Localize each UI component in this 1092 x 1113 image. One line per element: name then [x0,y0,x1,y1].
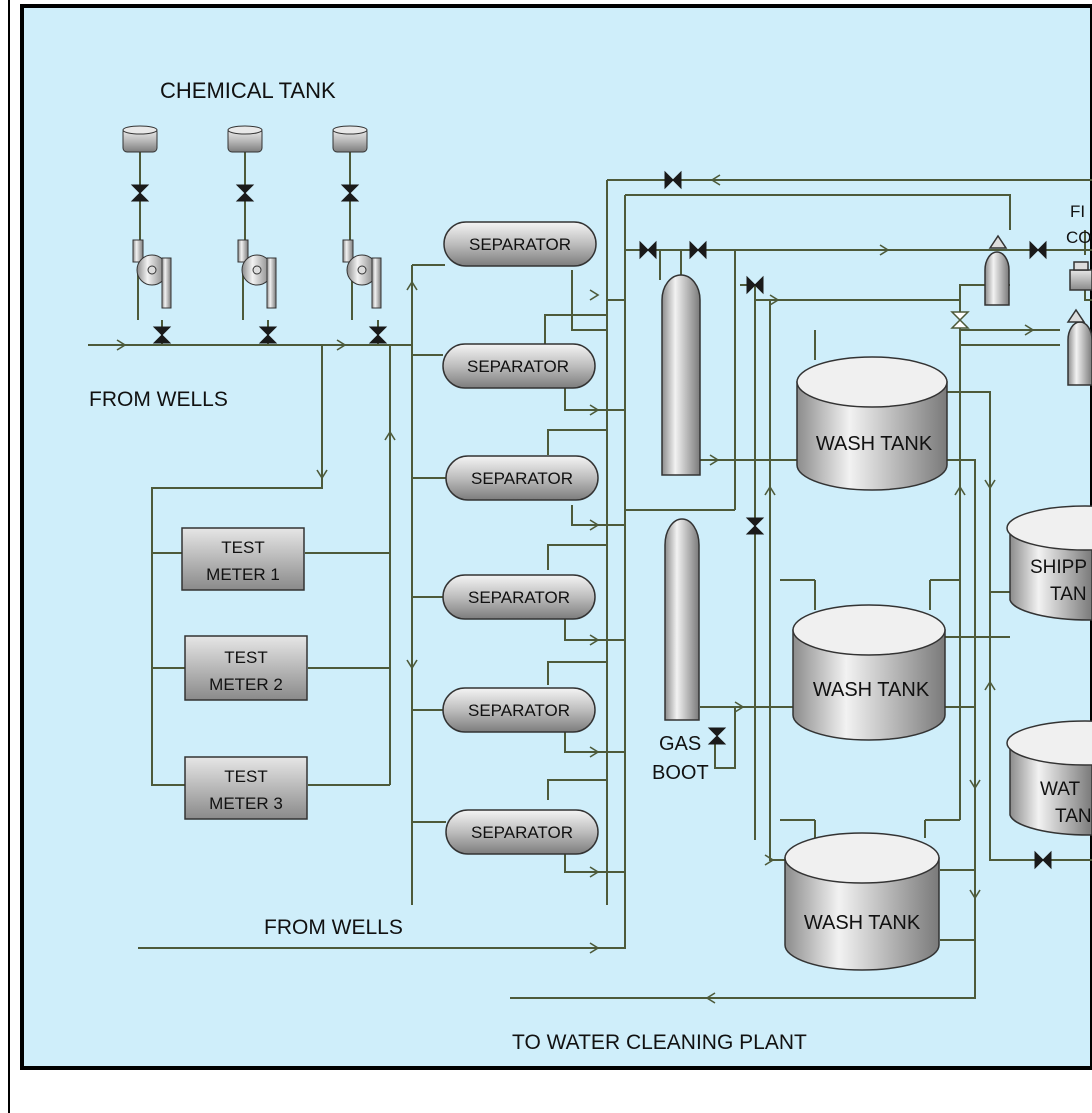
chemical-tank-label: CHEMICAL TANK [160,78,336,103]
valve-open-vertical [950,311,970,329]
separator-2: SEPARATOR [442,343,596,389]
to-water-cleaning-label: TO WATER CLEANING PLANT [512,1031,807,1054]
from-wells-label-bottom: FROM WELLS [264,916,403,939]
valve-chem-2-lower [258,326,278,344]
test-meter-label: TEST [224,767,267,786]
gas-boot-vessel-2 [664,518,700,721]
wash-tank-2: WASH TANK [792,604,946,741]
valve-gas-boot [707,727,727,745]
valve-wash-feed [745,517,765,535]
separator-label: SEPARATOR [471,823,573,842]
pump-1 [132,239,172,309]
valve-chem-1-lower [152,326,172,344]
test-meter-label: TEST [224,648,267,667]
water-tank-partial: WAT TAN [1006,720,1092,836]
separator-4: SEPARATOR [442,574,596,620]
valves [130,170,1052,870]
valve-water-line [1034,850,1052,870]
separator-5: SEPARATOR [442,687,596,733]
test-meter-3: TEST METER 3 [184,756,308,820]
pump-3 [342,239,382,309]
labels: CHEMICAL TANK FROM WELLS FROM WELLS TO W… [89,78,1092,1054]
separator-label: SEPARATOR [471,469,573,488]
pumps [132,239,382,309]
wash-tank-label: WASH TANK [804,912,921,934]
wash-tank-1: WASH TANK [796,356,948,491]
separators: SEPARATOR SEPARATOR SEPARATOR SEPARATOR … [442,221,599,855]
separator-label: SEPARATOR [468,588,570,607]
gas-boot-label-1: GAS [659,733,701,755]
co-partial-label: CO [1066,228,1092,247]
test-meter-label: METER 2 [209,675,283,694]
test-meters: TEST METER 1 TEST METER 2 TEST METER 3 [181,527,308,820]
test-meter-label: METER 3 [209,794,283,813]
gas-boot-label-2: BOOT [652,762,709,784]
valve-chem-3-upper [340,184,360,202]
pump-2 [237,239,277,309]
water-tank-label: TAN [1055,806,1092,827]
chemical-tank-1 [122,125,158,153]
left-margin-line [8,0,10,1113]
separator-1: SEPARATOR [443,221,597,267]
test-meter-label: METER 1 [206,565,280,584]
chemical-tanks [122,125,368,153]
fi-partial-label: FI [1070,202,1085,221]
shipping-tank-label: TAN [1050,584,1087,605]
valve-top-line [664,170,682,190]
valve-chem-1-upper [130,184,150,202]
wash-tanks: WASH TANK WASH TANK WASH TANK [784,356,948,971]
gas-boot-vessel-1 [661,274,701,476]
water-tank-label: WAT [1040,779,1080,800]
wash-tank-label: WASH TANK [816,433,933,455]
test-meter-1: TEST METER 1 [181,527,305,591]
gas-boots [661,274,701,721]
shipping-tank-label: SHIPP [1030,557,1087,578]
chemical-tank-3 [332,125,368,153]
separator-label: SEPARATOR [468,701,570,720]
wash-tank-label: WASH TANK [813,679,930,701]
separator-label: SEPARATOR [467,357,569,376]
test-meter-label: TEST [221,538,264,557]
valve-chem-3-lower [368,326,388,344]
flow-arrows [116,174,1035,1004]
from-wells-label-top: FROM WELLS [89,388,228,411]
separator-6: SEPARATOR [445,809,599,855]
separator-label: SEPARATOR [469,235,571,254]
right-partial-equipment: SHIPP TAN WAT TAN [984,234,1092,836]
valve-gas-2 [689,240,707,260]
wash-tank-3: WASH TANK [784,832,940,971]
shipping-tank-partial: SHIPP TAN [1006,505,1092,621]
valve-gas-3 [746,275,764,295]
scrubber-vessels [984,234,1092,386]
separator-3: SEPARATOR [445,455,599,501]
valve-chem-2-upper [235,184,255,202]
chemical-tank-2 [227,125,263,153]
valve-gas-4 [1029,240,1047,260]
test-meter-2: TEST METER 2 [184,635,308,701]
valve-gas-1 [639,240,657,260]
